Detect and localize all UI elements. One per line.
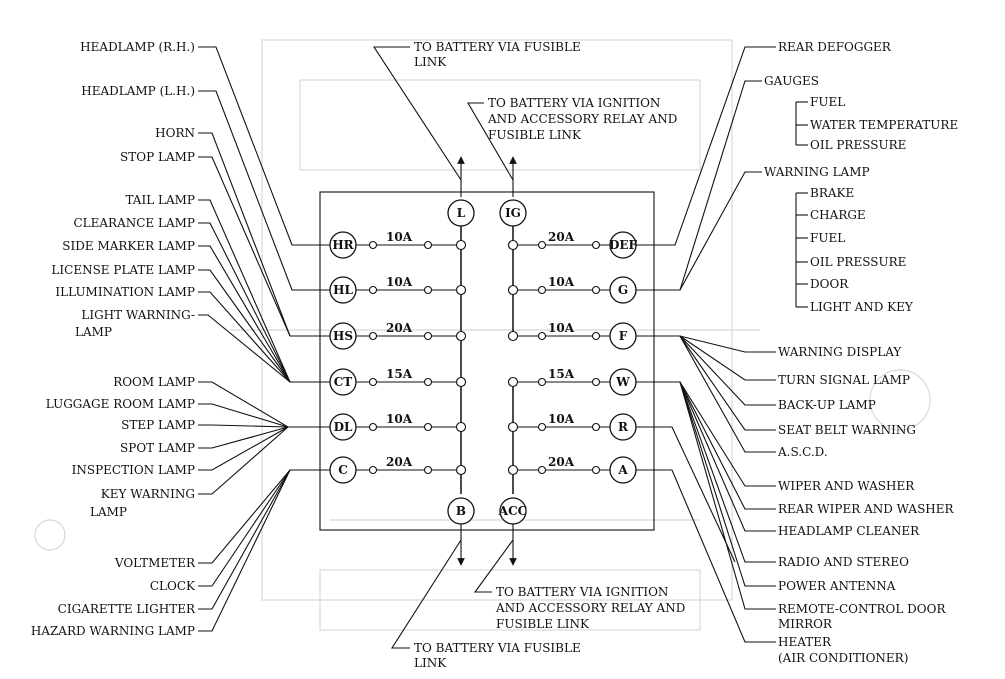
label-ascd: A.S.C.D. — [777, 445, 828, 459]
battery-notes: TO BATTERY VIA FUSIBLE LINK TO BATTERY V… — [414, 40, 685, 670]
amp-hl: 10A — [386, 275, 413, 289]
terminal-hr: HR — [332, 238, 354, 252]
note-bottom-right-line3: FUSIBLE LINK — [496, 617, 590, 631]
label-luggage-room-lamp: LUGGAGE ROOM LAMP — [46, 397, 195, 411]
terminal-r: R — [618, 420, 629, 434]
terminal-c: C — [338, 463, 348, 477]
label-key-warning-lamp: LAMP — [90, 505, 127, 519]
label-inspection-lamp: INSPECTION LAMP — [72, 463, 195, 477]
label-rear-wiper-and-washer: REAR WIPER AND WASHER — [778, 502, 955, 516]
label-gauges: GAUGES — [764, 74, 819, 88]
terminal-hl: HL — [333, 283, 353, 297]
label-power-antenna: POWER ANTENNA — [778, 579, 896, 593]
terminal-l: L — [457, 206, 466, 220]
label-light-warning: LIGHT WARNING- — [81, 308, 195, 322]
label-charge: CHARGE — [810, 208, 866, 222]
label-step-lamp: STEP LAMP — [121, 418, 195, 432]
label-brake: BRAKE — [810, 186, 854, 200]
terminal-hs: HS — [333, 329, 353, 343]
terminal-f: F — [619, 329, 628, 343]
label-spot-lamp: SPOT LAMP — [120, 441, 195, 455]
label-clearance-lamp: CLEARANCE LAMP — [73, 216, 195, 230]
amp-dl: 10A — [386, 412, 413, 426]
note-top-right-line2: AND ACCESSORY RELAY AND — [487, 112, 677, 126]
amp-c: 20A — [386, 455, 413, 469]
amp-ct: 15A — [386, 367, 413, 381]
label-horn: HORN — [155, 126, 195, 140]
left-leader-lines — [198, 46, 330, 632]
label-room-lamp: ROOM LAMP — [113, 375, 195, 389]
label-license-plate-lamp: LICENSE PLATE LAMP — [51, 263, 195, 277]
label-remote-control-door: REMOTE-CONTROL DOOR — [778, 602, 946, 616]
right-leader-lines — [636, 46, 808, 643]
label-warn-oil-pressure: OIL PRESSURE — [810, 255, 906, 269]
label-light-and-key: LIGHT AND KEY — [810, 300, 914, 314]
label-warning-display: WARNING DISPLAY — [778, 345, 902, 359]
amp-r: 10A — [548, 412, 575, 426]
label-seat-belt-warning: SEAT BELT WARNING — [778, 423, 916, 437]
label-clock: CLOCK — [150, 579, 196, 593]
note-top-right-line1: TO BATTERY VIA IGNITION — [488, 96, 660, 110]
label-warning-lamp: WARNING LAMP — [764, 165, 870, 179]
terminal-circles — [329, 199, 637, 525]
label-side-marker-lamp: SIDE MARKER LAMP — [62, 239, 195, 253]
label-mirror: MIRROR — [778, 617, 833, 631]
label-air-conditioner: (AIR CONDITIONER) — [778, 651, 908, 665]
label-door: DOOR — [810, 277, 849, 291]
amp-hr: 10A — [386, 230, 413, 244]
terminal-a: A — [617, 463, 628, 477]
label-water-temperature: WATER TEMPERATURE — [810, 118, 958, 132]
label-back-up-lamp: BACK-UP LAMP — [778, 398, 876, 412]
label-heater: HEATER — [778, 635, 832, 649]
label-turn-signal-lamp: TURN SIGNAL LAMP — [778, 373, 910, 387]
amp-a: 20A — [548, 455, 575, 469]
fuse-block-frame — [319, 191, 655, 531]
amp-hs: 20A — [386, 321, 413, 335]
terminal-ct: CT — [334, 375, 353, 389]
note-bottom-left-line2: LINK — [414, 656, 447, 670]
terminal-dl: DL — [334, 420, 353, 434]
label-rear-defogger: REAR DEFOGGER — [778, 40, 892, 54]
label-tail-lamp: TAIL LAMP — [125, 193, 195, 207]
terminal-ig: IG — [505, 206, 521, 220]
note-bottom-right-line1: TO BATTERY VIA IGNITION — [496, 585, 668, 599]
terminal-w: W — [615, 375, 630, 389]
left-labels: HEADLAMP (R.H.) HEADLAMP (L.H.) HORN STO… — [31, 40, 196, 638]
fuse-contacts — [368, 239, 601, 476]
label-gauge-oil-pressure: OIL PRESSURE — [810, 138, 906, 152]
amp-g: 10A — [548, 275, 575, 289]
terminal-g: G — [618, 283, 628, 297]
label-warn-fuel: FUEL — [810, 231, 845, 245]
note-bottom-right-line2: AND ACCESSORY RELAY AND — [495, 601, 685, 615]
note-top-left-line1: TO BATTERY VIA FUSIBLE — [414, 40, 581, 54]
label-stop-lamp: STOP LAMP — [120, 150, 195, 164]
terminal-labels: L IG B ACC HR HL HS CT DL C DEF G F W R … — [332, 206, 637, 518]
label-cigarette-lighter: CIGARETTE LIGHTER — [58, 602, 196, 616]
label-hazard-warning-lamp: HAZARD WARNING LAMP — [31, 624, 195, 638]
label-radio-and-stereo: RADIO AND STEREO — [778, 555, 909, 569]
label-headlamp-cleaner: HEADLAMP CLEANER — [778, 524, 920, 538]
label-headlamp-rh: HEADLAMP (R.H.) — [80, 40, 195, 54]
label-illumination-lamp: ILLUMINATION LAMP — [55, 285, 195, 299]
label-gauge-fuel: FUEL — [810, 95, 845, 109]
terminal-def: DEF — [609, 238, 638, 252]
amp-w: 15A — [548, 367, 575, 381]
note-bottom-left-line1: TO BATTERY VIA FUSIBLE — [414, 641, 581, 655]
label-headlamp-lh: HEADLAMP (L.H.) — [81, 84, 195, 98]
amp-f: 10A — [548, 321, 575, 335]
note-top-right-line3: FUSIBLE LINK — [488, 128, 582, 142]
label-key-warning: KEY WARNING — [101, 487, 195, 501]
amp-def: 20A — [548, 230, 575, 244]
label-voltmeter: VOLTMETER — [114, 556, 196, 570]
amp-labels: 10A 10A 20A 15A 10A 20A 20A 10A 10A 15A … — [386, 230, 575, 469]
right-labels: REAR DEFOGGER GAUGES FUEL WATER TEMPERAT… — [764, 40, 958, 665]
terminal-b: B — [456, 504, 466, 518]
note-top-left-line2: LINK — [414, 55, 447, 69]
label-wiper-and-washer: WIPER AND WASHER — [778, 479, 915, 493]
label-light-warning-lamp: LAMP — [75, 325, 112, 339]
terminal-acc: ACC — [498, 504, 527, 518]
note-leaders — [372, 46, 514, 649]
